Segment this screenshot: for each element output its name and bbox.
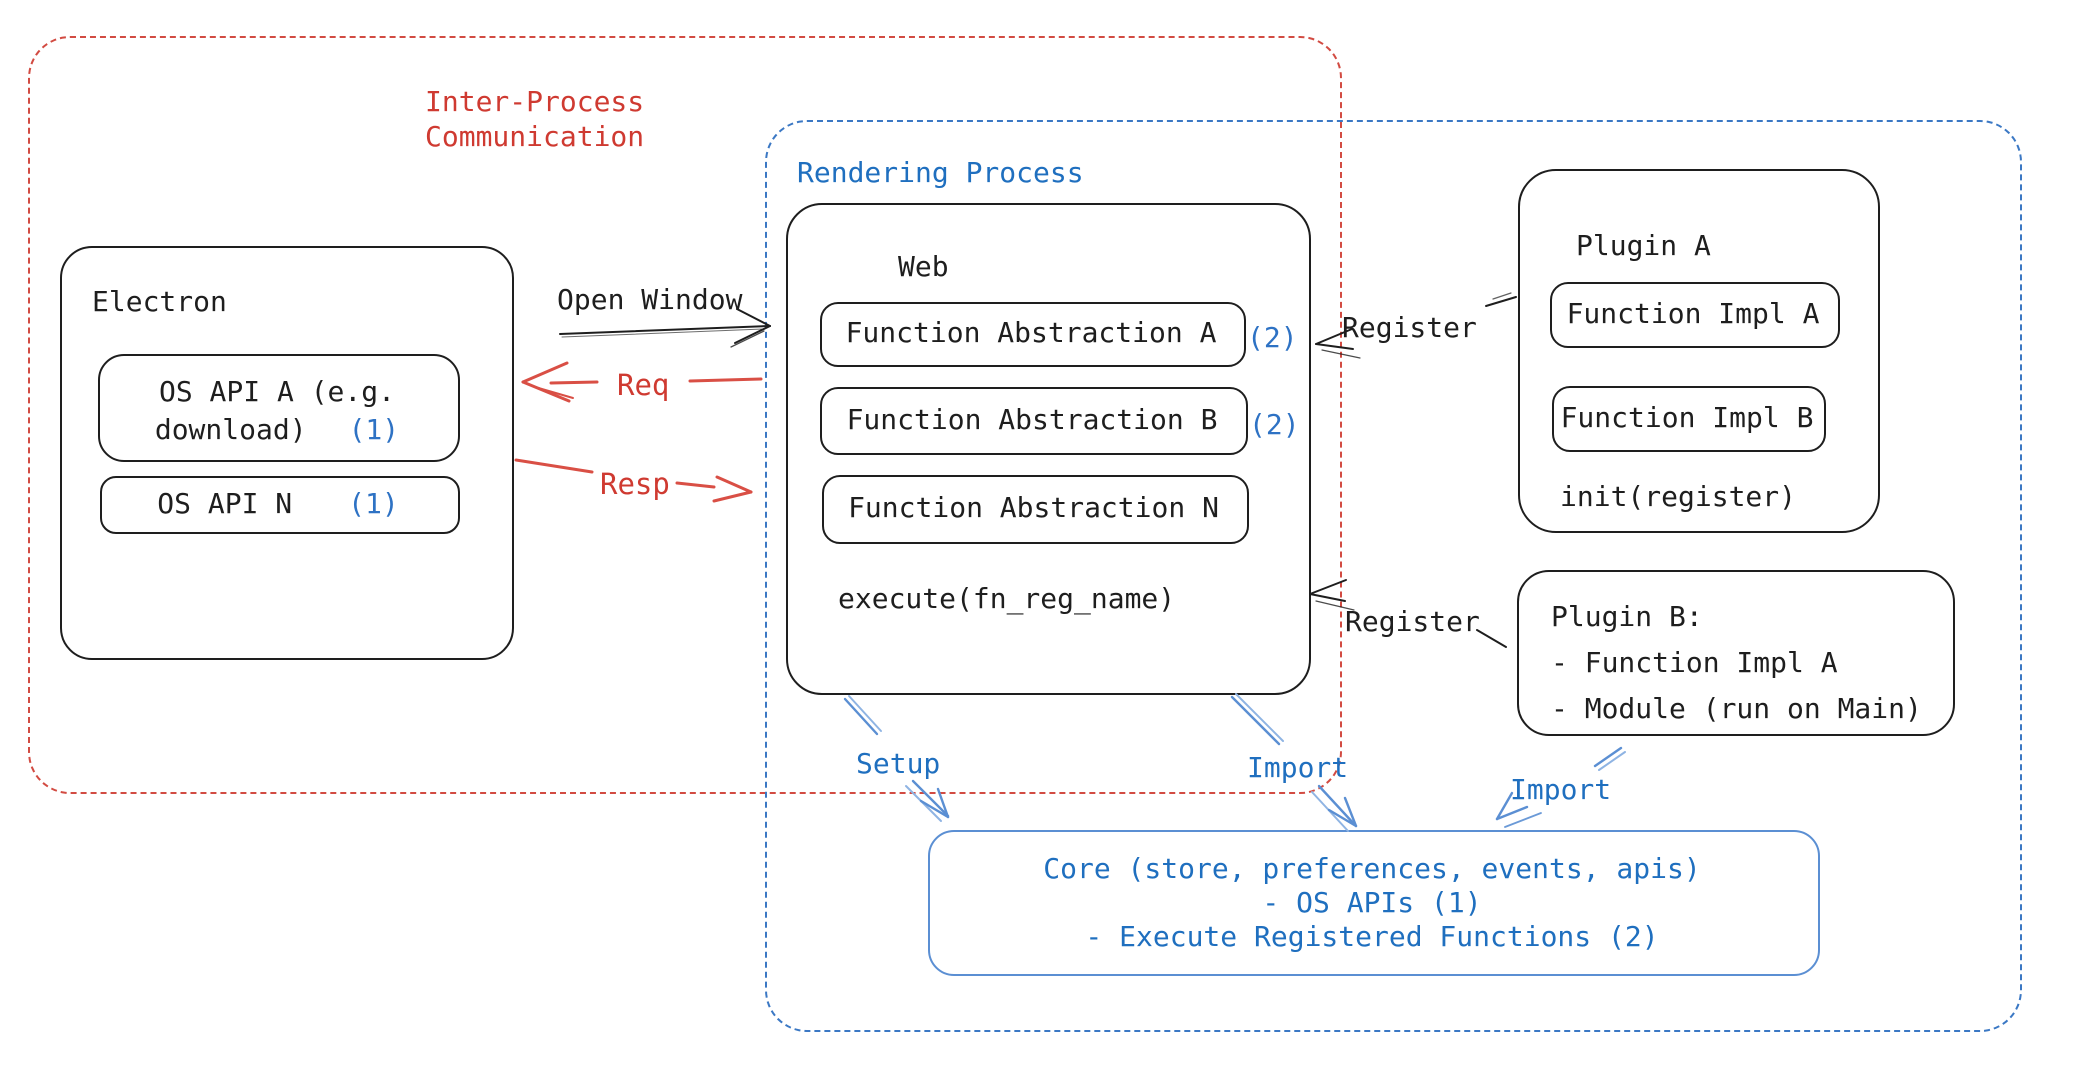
- function-impl-a-label: Function Impl A: [1566, 296, 1820, 330]
- function-abstraction-n-box: [822, 475, 1249, 544]
- function-abstraction-a-badge: (2): [1247, 321, 1298, 354]
- function-impl-b-label: Function Impl B: [1560, 400, 1814, 434]
- function-abstraction-b-badge: (2): [1249, 408, 1300, 441]
- resp-label: Resp: [600, 467, 670, 501]
- ipc-region-box: [28, 36, 1342, 794]
- web-box: [786, 203, 1311, 695]
- os-api-a-line2: download) (1): [154, 412, 400, 446]
- core-box: [928, 830, 1820, 976]
- execute-label: execute(fn_reg_name): [838, 582, 1176, 615]
- os-api-a-line1: OS API A (e.g.: [158, 374, 395, 408]
- os-api-a-badge: (1): [348, 412, 400, 446]
- ipc-label-line1: Inter-Process: [425, 85, 645, 118]
- req-label: Req: [617, 368, 670, 402]
- import-plugin-b-core-label: Import: [1510, 773, 1612, 806]
- register-plugin-b-label: Register: [1345, 605, 1480, 638]
- core-line3: - Execute Registered Functions (2): [1085, 920, 1659, 953]
- plugin-b-box: [1517, 570, 1955, 736]
- function-abstraction-n-label: Function Abstraction N: [848, 491, 1219, 524]
- web-title: Web: [898, 250, 949, 283]
- open-window-label: Open Window: [557, 283, 743, 316]
- os-api-n-badge: (1): [348, 486, 399, 520]
- function-impl-a-box: [1550, 282, 1840, 348]
- plugin-a-box: [1518, 169, 1880, 533]
- ipc-region-label: Inter-Process Communication: [425, 84, 644, 154]
- function-impl-b-box: [1552, 386, 1826, 452]
- import-web-core-label: Import: [1247, 751, 1349, 784]
- function-abstraction-b-label: Function Abstraction B: [846, 402, 1218, 436]
- electron-title: Electron: [92, 285, 227, 318]
- plugin-b-text: Plugin B: - Function Impl A - Module (ru…: [1551, 594, 1922, 732]
- plugin-b-line3: - Module (run on Main): [1551, 692, 1922, 725]
- function-abstraction-a-box: [820, 302, 1246, 367]
- function-abstraction-b-box: [820, 387, 1248, 455]
- core-line1: Core (store, preferences, events, apis): [1043, 852, 1701, 885]
- function-abstraction-a-label: Function Abstraction A: [845, 316, 1217, 349]
- plugin-a-title: Plugin A: [1576, 229, 1711, 262]
- electron-box: [60, 246, 514, 660]
- os-api-n-box: [100, 476, 460, 534]
- core-text: Core (store, preferences, events, apis) …: [928, 852, 1816, 954]
- rendering-process-region-box: [765, 120, 2022, 1032]
- os-api-a-box: [98, 354, 460, 462]
- register-plugin-a-label: Register: [1342, 311, 1477, 344]
- setup-label: Setup: [856, 747, 941, 780]
- ipc-label-line2: Communication: [425, 120, 645, 153]
- os-api-n-line: OS API N (1): [157, 486, 399, 520]
- rendering-process-label: Rendering Process: [797, 156, 1084, 189]
- core-line2: - OS APIs (1): [1262, 886, 1482, 919]
- plugin-b-line2: - Function Impl A: [1551, 646, 1838, 679]
- plugin-a-init-label: init(register): [1560, 480, 1797, 513]
- plugin-b-line1: Plugin B:: [1551, 600, 1703, 633]
